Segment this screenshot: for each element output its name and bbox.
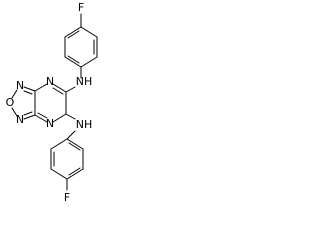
fluorine-atom-top: F bbox=[78, 1, 84, 14]
pyrazine-nitrogen-bottom: N bbox=[46, 117, 54, 130]
furazan-nitrogen-bottom: N bbox=[16, 113, 24, 126]
amine-nh-top: NH bbox=[76, 75, 93, 88]
pyrazine-nitrogen-top: N bbox=[46, 75, 54, 88]
fluorine-atom-bottom: F bbox=[64, 191, 70, 204]
molecule-structure: F NH N N O N N NH F bbox=[0, 0, 106, 207]
molecule-drawing: F NH N N O N N NH F bbox=[6, 1, 98, 204]
bond-layer bbox=[11, 13, 98, 191]
furazan-oxygen: O bbox=[6, 96, 15, 109]
amine-nh-bottom: NH bbox=[76, 118, 93, 131]
atom-labels: F NH N N O N N NH F bbox=[6, 1, 93, 204]
furazan-nitrogen-top: N bbox=[16, 79, 24, 92]
